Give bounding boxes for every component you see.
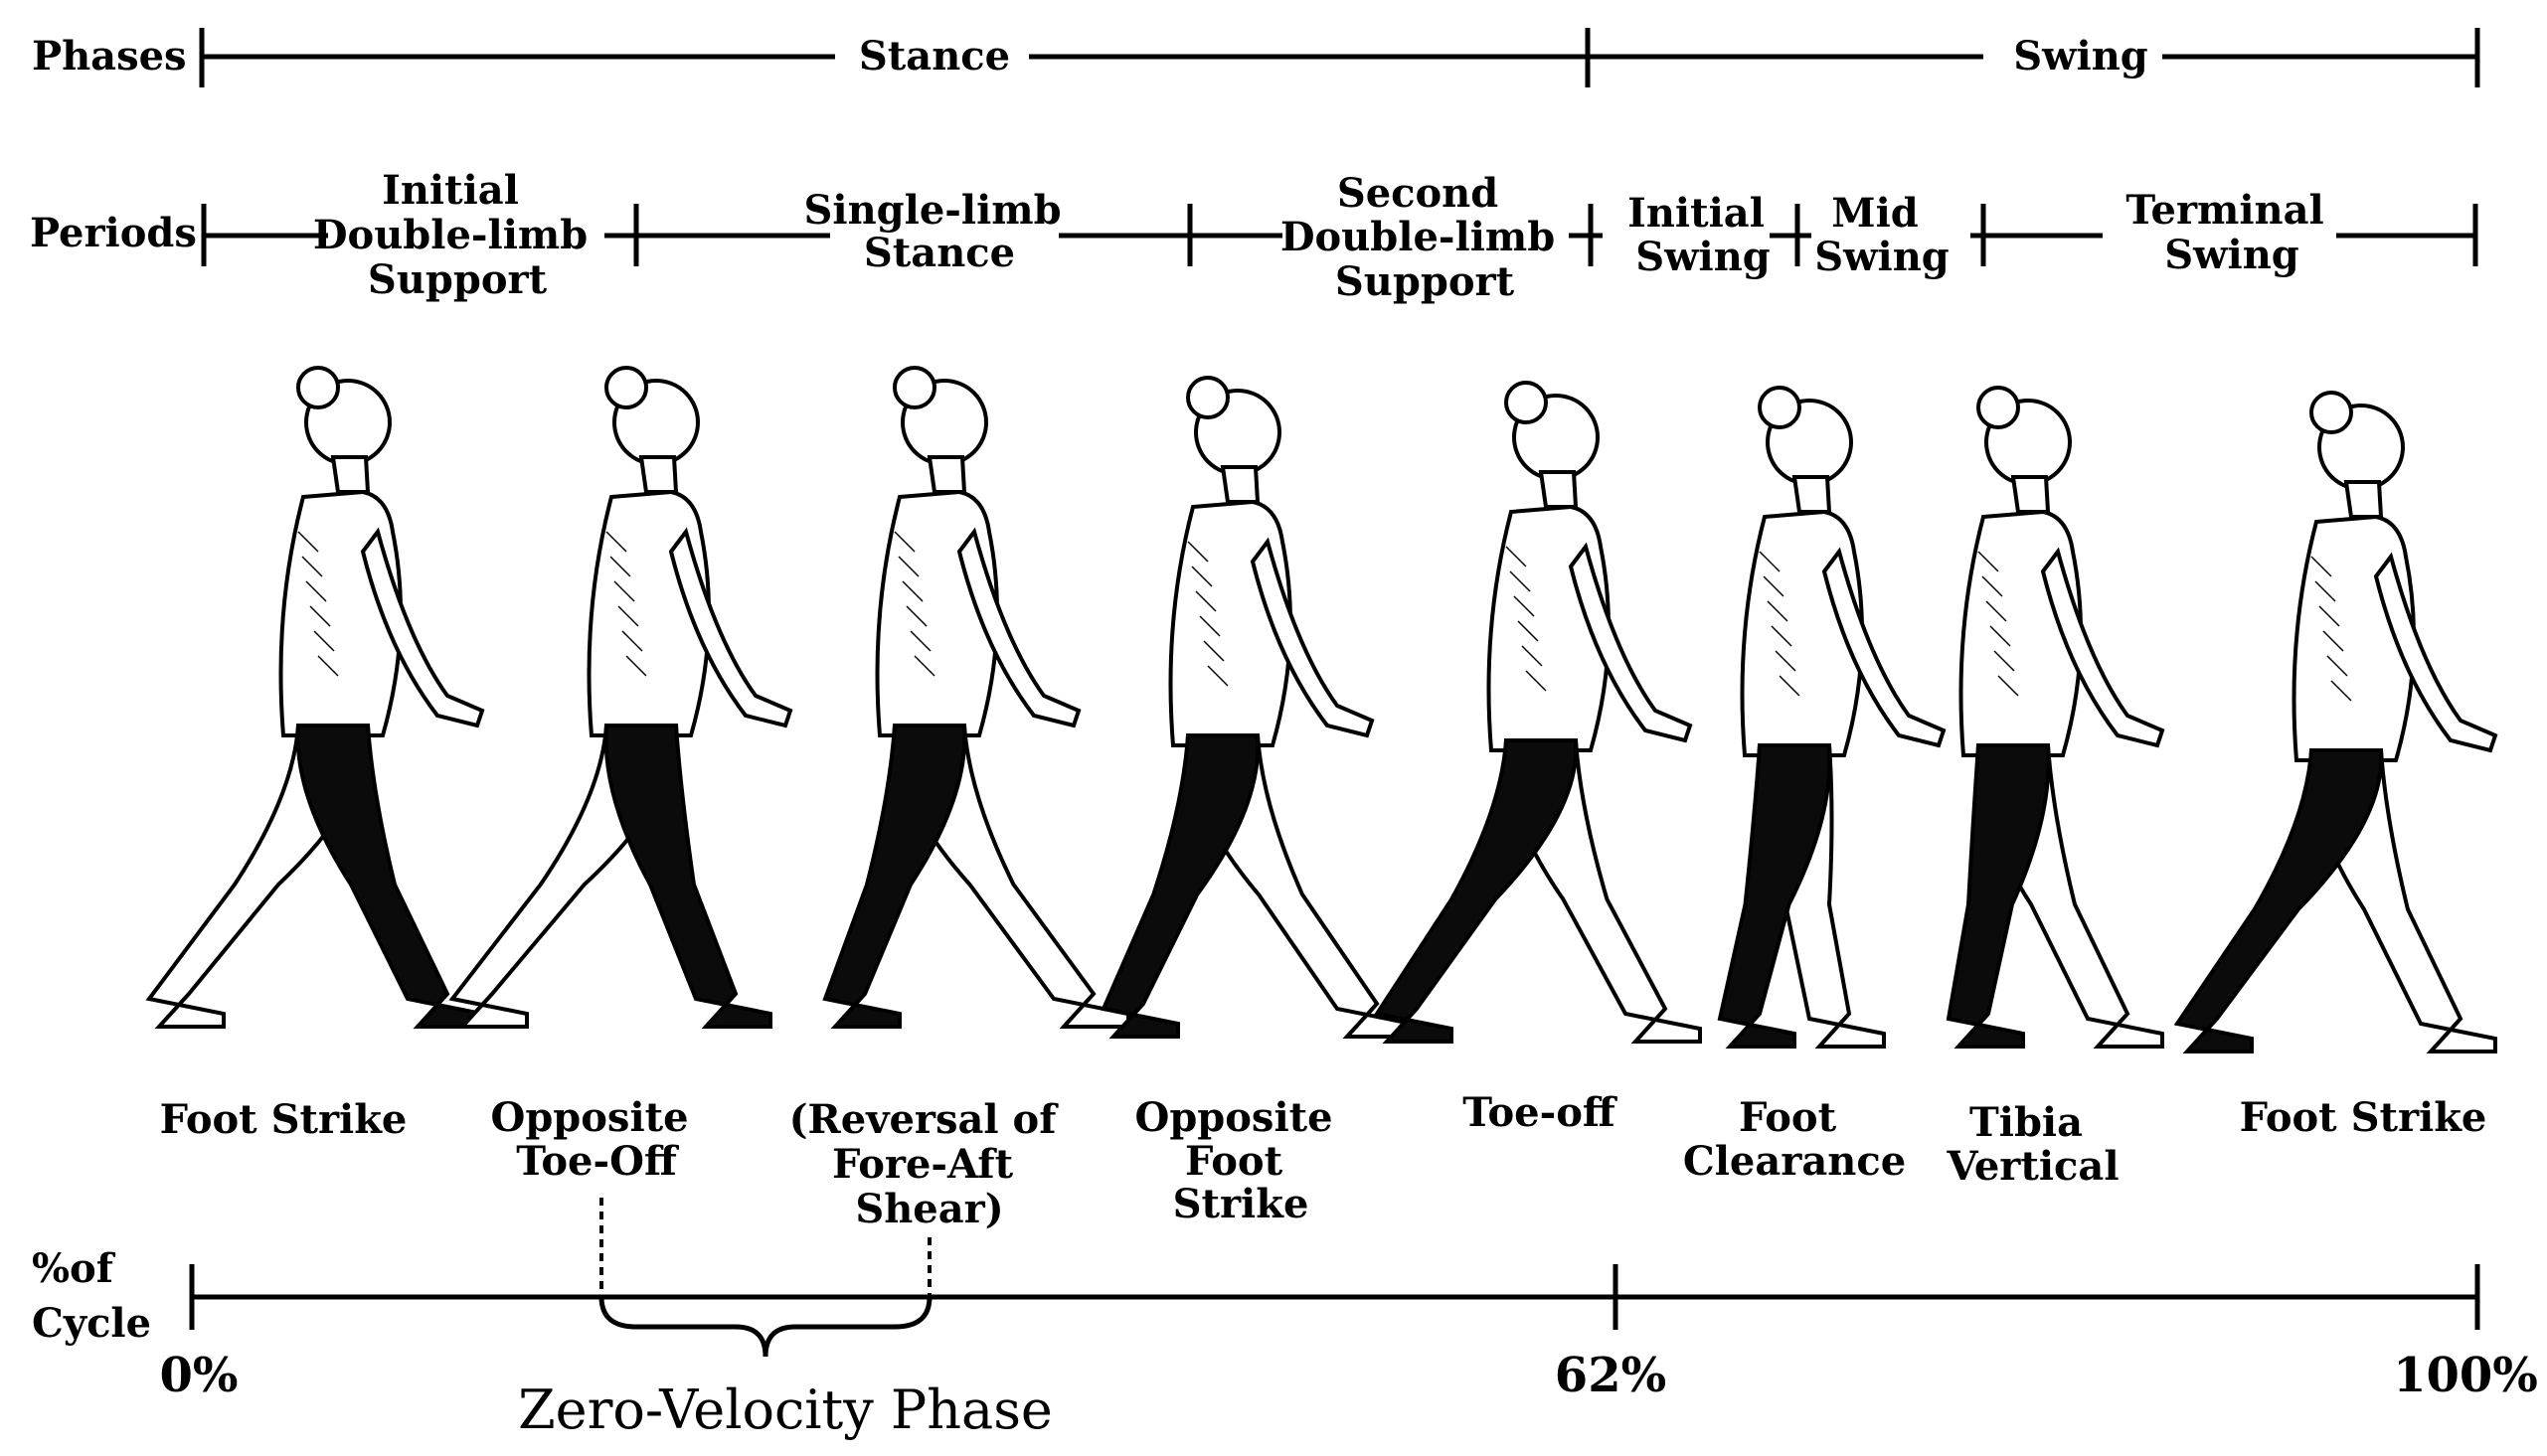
period-single-limb-label: Single-limb Stance <box>804 187 1076 276</box>
event-foot-clearance: Foot Clearance <box>1683 1094 1906 1185</box>
walking-figure <box>822 366 1130 1029</box>
event-foot-strike-end: Foot Strike <box>2240 1094 2487 1141</box>
period-terminal-swing-label: Terminal Swing <box>2125 187 2337 278</box>
walking-figure <box>448 366 793 1029</box>
event-labels: Foot Strike Opposite Toe-Off (Reversal o… <box>160 1089 2487 1232</box>
period-second-double-limb-label: Second Double-limb Support <box>1280 170 1569 305</box>
zero-velocity-bracket <box>598 1198 933 1358</box>
period-initial-swing-label: Initial Swing <box>1627 190 1779 280</box>
period-initial-double-limb-label: Initial Double-limb Support <box>313 167 601 303</box>
cycle-axis: %of Cycle 0% 62% 100% Zero-Velocity Phas… <box>32 1198 2538 1441</box>
phases-row: Phases Stance Swing <box>32 28 2480 87</box>
event-toe-off: Toe-off <box>1462 1089 1617 1136</box>
phase-stance-label: Stance <box>859 33 1010 80</box>
periods-row: Periods Initial Double-limb Support Sing… <box>30 167 2478 305</box>
event-opposite-toe-off: Opposite Toe-Off <box>490 1094 702 1185</box>
cycle-tick-62: 62% <box>1555 1348 1666 1403</box>
phase-swing-label: Swing <box>2013 33 2148 80</box>
walking-figures <box>145 366 2498 1053</box>
cycle-tick-100: 100% <box>2393 1348 2538 1403</box>
cycle-tick-0: 0% <box>159 1348 238 1403</box>
walking-figure <box>1946 386 2165 1049</box>
cycle-axis-label: %of Cycle <box>32 1245 151 1347</box>
event-tibia-vertical: Tibia Vertical <box>1946 1099 2119 1190</box>
event-foot-strike-start: Foot Strike <box>160 1096 408 1143</box>
event-reversal-of-fore-aft-shear: (Reversal of Fore-Aft Shear) <box>789 1096 1071 1232</box>
walking-figure <box>1101 376 1414 1039</box>
zero-velocity-label: Zero-Velocity Phase <box>518 1378 1053 1441</box>
walking-figure <box>1373 381 1702 1044</box>
phases-row-label: Phases <box>32 33 187 80</box>
walking-figure <box>1717 386 1947 1049</box>
walking-figure <box>145 366 485 1029</box>
period-mid-swing-label: Mid Swing <box>1814 190 1950 280</box>
periods-row-label: Periods <box>30 210 197 256</box>
event-opposite-foot-strike: Opposite Foot Strike <box>1134 1094 1346 1227</box>
walking-figure <box>2173 391 2498 1053</box>
